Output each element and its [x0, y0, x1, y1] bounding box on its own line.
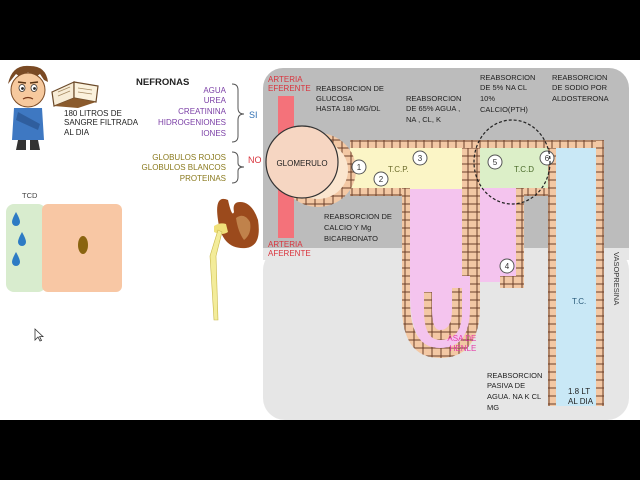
not-filtered-brace [231, 151, 245, 184]
tcp-top-wall [350, 140, 472, 148]
filtered-item: CREATININA [178, 107, 227, 116]
henle-loop-lumen [410, 148, 516, 350]
marker-4-text: 4 [505, 262, 510, 271]
henle-bend-wall [401, 276, 480, 358]
marker-1 [351, 159, 367, 175]
marker-1-text: 1 [357, 163, 362, 172]
tcp-label: T.C.P. [388, 165, 409, 174]
nefronas-title: NEFRONAS [136, 77, 189, 88]
henle-inner-wall [424, 288, 462, 340]
annotation-na5: 10% [480, 94, 495, 103]
henle-asc-outer-wall [516, 188, 524, 288]
nephron-diagram: 180 LITROS DE SANGRE FILTRADA AL DIA NEF… [6, 65, 629, 420]
annotation-aldosterona: DE SODIO POR [552, 83, 608, 92]
henle-desc-inner-wall [462, 148, 472, 276]
annotation-agua65: REABSORCION [406, 94, 461, 103]
annotation-glucosa: GLUCOSA [316, 94, 353, 103]
annotation-aldosterona: ALDOSTERONA [552, 94, 609, 103]
intro-line: SANGRE FILTRADA [64, 118, 139, 127]
filtered-list: AGUA UREA CREATININA HIDROGENIONES IONES [158, 86, 227, 138]
no-label: NO [248, 155, 262, 165]
svg-text:1.8 LT AL DIA: 1.8 LT AL DIA [568, 387, 594, 406]
mouse-cursor-icon [34, 328, 44, 342]
arteria-aferente-label: ARTERIA [268, 240, 303, 249]
annotation-glucosa: HASTA 180 MG/DL [316, 104, 380, 113]
tc-left-wall [548, 148, 556, 406]
marker-5 [487, 154, 503, 170]
si-label: SI [249, 110, 258, 120]
tc-right-wall [596, 140, 604, 406]
marker-3 [412, 150, 428, 166]
svg-text:REABSORCION DE GLUCOSA: REABSORCION DE GLUCOSA HASTA 180 MG/DL R… [316, 73, 610, 412]
not-filtered-item: GLOBULOS ROJOS [152, 153, 226, 162]
arteria-aferente-label: AFERENTE [268, 249, 311, 258]
tcd-bottom-wall [524, 188, 556, 196]
tcp-bottom-wall [350, 188, 410, 196]
filtered-item: UREA [204, 96, 227, 105]
not-filtered-item: GLOBULOS BLANCOS [142, 163, 226, 172]
asa-henle-label: HENLE [450, 344, 477, 353]
annotation-agua65: DE 65% AGUA , [406, 104, 460, 113]
arteria-eferente-label: EFERENTE [268, 84, 311, 93]
annotation-calcio: CALCIO Y Mg [324, 223, 371, 232]
water-drop-icon [18, 232, 26, 246]
glomerulo-circle [265, 125, 339, 199]
filtered-item: HIDROGENIONES [158, 118, 226, 127]
annotation-na5: CALCIO(PTH) [480, 105, 528, 114]
intro-line: AL DIA [64, 128, 90, 137]
annotation-pasiva: REABSORCION [487, 371, 542, 380]
annotation-pasiva: PASIVA DE [487, 381, 525, 390]
cell-nucleus [78, 236, 88, 254]
annotation-calcio: BICARBONATO [324, 234, 378, 243]
svg-text:ARTERIA EFERENTE ARTER: ARTERIA EFERENTE ARTERIA AFERENTE [268, 75, 313, 258]
svg-text:ASA DE HENLE: ASA DE HENLE [447, 334, 478, 353]
asa-henle-label: ASA DE [447, 334, 476, 343]
tcd-top-wall [472, 140, 596, 148]
annotation-na5: REABSORCION [480, 73, 535, 82]
kidney-icon [209, 198, 259, 321]
not-filtered-list: GLOBULOS ROJOS GLOBULOS BLANCOS PROTEINA… [142, 153, 226, 183]
marker-3-text: 3 [418, 154, 423, 163]
tc-lumen [556, 148, 596, 406]
glomerulo-label: GLOMERULO [276, 159, 327, 168]
annotation-aldosterona: REABSORCION [552, 73, 607, 82]
annotation-pasiva: AGUA. NA K CL [487, 392, 541, 401]
svg-text:180 LITROS DE SANGRE FILTR: 180 LITROS DE SANGRE FILTRADA AL DIA [64, 109, 140, 137]
filtered-brace [231, 83, 245, 143]
water-drop-icon [12, 212, 20, 226]
arteria-eferente-label: ARTERIA [268, 75, 303, 84]
annotation-na5: DE 5% NA CL [480, 83, 527, 92]
volume-label: 1.8 LT [568, 387, 590, 396]
water-drop-icon [12, 252, 20, 266]
markers: 1 2 3 4 5 6 [351, 150, 555, 274]
intro-line: 180 LITROS DE [64, 109, 122, 118]
cell-label: TCD [22, 191, 38, 200]
marker-2-text: 2 [379, 175, 384, 184]
henle-desc-outer-wall [402, 188, 410, 280]
tcp-lumen [350, 147, 472, 189]
volume-label: AL DIA [568, 397, 594, 406]
annotation-calcio: REABSORCION DE [324, 212, 392, 221]
book-icon [51, 81, 99, 108]
cell-lumen [6, 204, 46, 292]
marker-2 [373, 171, 389, 187]
marker-5-text: 5 [493, 158, 498, 167]
annotation-glucosa: REABSORCION DE [316, 84, 384, 93]
not-filtered-item: PROTEINAS [180, 174, 226, 183]
annotation-pasiva: MG [487, 403, 499, 412]
slide-canvas: 180 LITROS DE SANGRE FILTRADA AL DIA NEF… [0, 60, 640, 420]
highlight-circle [473, 119, 551, 205]
student-icon [8, 65, 48, 150]
vasopresina-label: VASOPRESINA [612, 252, 621, 305]
tc-label: T.C. [572, 297, 586, 306]
marker-4 [499, 258, 515, 274]
tcd-label: T.C.D [514, 165, 534, 174]
annotation-agua65: NA , CL, K [406, 115, 441, 124]
marker-6-text: 6 [545, 154, 550, 163]
filtered-item: AGUA [203, 86, 226, 95]
henle-asc-wall [472, 148, 480, 276]
filtered-item: IONES [201, 129, 226, 138]
